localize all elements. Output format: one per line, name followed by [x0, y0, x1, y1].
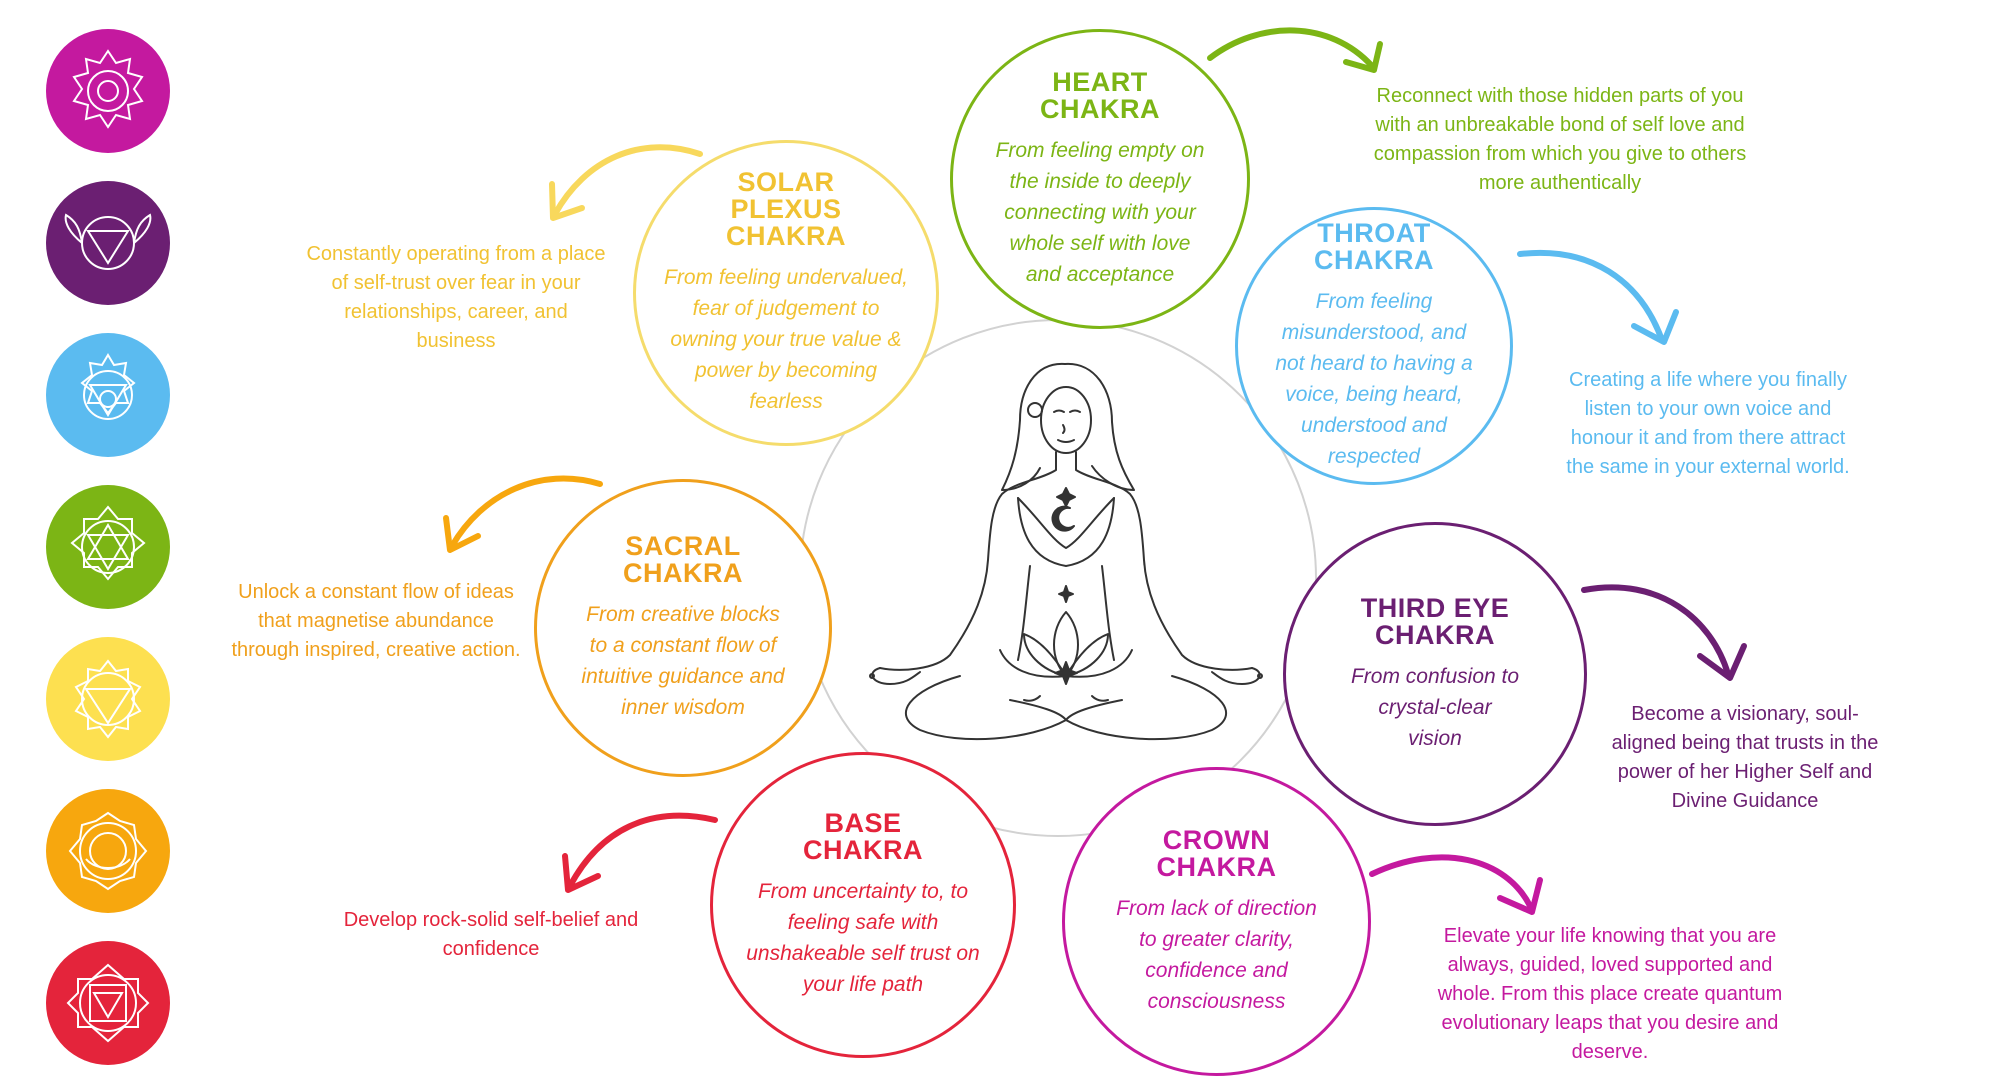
throat-chakra-symbol-icon [46, 333, 170, 457]
sacral-chakra-symbol-icon [46, 789, 170, 913]
crown-chakra-symbol-icon [46, 29, 170, 153]
sacral-chakra-outcome: Unlock a constant flow of ideas that mag… [231, 581, 521, 661]
solar-plexus-chakra-outcome: Constantly operating from a place of sel… [306, 243, 606, 352]
throat-chakra-outcome: Creating a life where you finally listen… [1566, 369, 1850, 478]
heart-chakra-outcome: Reconnect with those hidden parts of you… [1373, 85, 1747, 194]
meditating-woman-lotus-pose-icon [869, 362, 1263, 741]
throat-arrow-icon [1517, 249, 1679, 345]
solar-plexus-chakra-symbol-icon [46, 637, 170, 761]
third-eye-chakra-from-text: From confusion to crystal-clear vision [1350, 664, 1520, 750]
base-chakra-outcome: Develop rock-solid self-belief and confi… [343, 909, 639, 960]
root-chakra-symbol-icon [46, 941, 170, 1065]
third-eye-chakra-outcome: Become a visionary, soul-aligned being t… [1611, 703, 1879, 812]
base-chakra-from-text: From uncertainty to, to feeling safe wit… [746, 880, 980, 996]
base-arrow-icon [562, 812, 718, 893]
throat-chakra-from-text: From feeling misunderstood, and not hear… [1275, 290, 1473, 468]
third-eye-chakra-symbol-icon [46, 181, 170, 305]
heart-chakra-from-text: From feeling empty on the inside to deep… [995, 138, 1205, 286]
crown-chakra-outcome: Elevate your life knowing that you are a… [1437, 925, 1783, 1063]
sacral-chakra-from-text: From creative blocks to a constant flow … [581, 603, 785, 719]
solar-plexus-chakra-from-text: From feeling undervalued, fear of judgem… [664, 266, 908, 413]
heart-arrow-icon [1207, 27, 1383, 73]
crown-arrow-icon [1369, 854, 1543, 915]
crown-chakra-from-text: From lack of direction to greater clarit… [1116, 896, 1317, 1013]
third-eye-arrow-icon [1581, 584, 1747, 681]
heart-chakra-symbol-icon [46, 485, 170, 609]
